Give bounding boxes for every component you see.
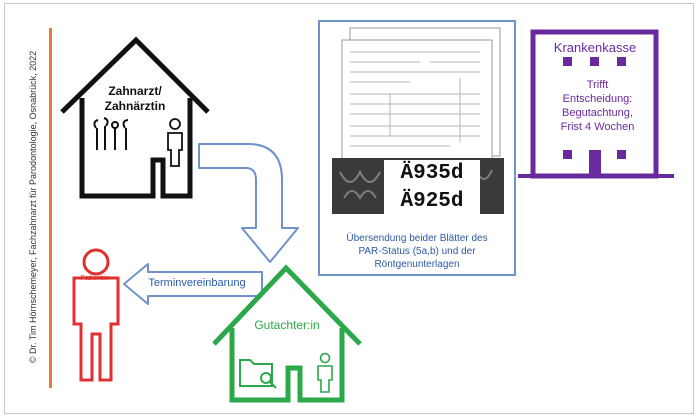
insurer-decision-text: Trifft Entscheidung: Begutachtung, Frist…	[535, 78, 660, 134]
appointment-arrow	[123, 263, 263, 305]
reviewer-person-icon	[317, 352, 333, 393]
dentist-person-icon	[167, 118, 183, 167]
reviewer-house-icon	[212, 264, 362, 403]
insurer-decision-line2: Entscheidung:	[562, 93, 633, 105]
documents-caption: Übersendung beider Blätter des PAR-Statu…	[320, 232, 514, 271]
insurer-decision-line3: Begutachtung,	[562, 107, 633, 119]
documents-caption-line2: PAR-Status (5a,b) und der	[358, 246, 476, 257]
dental-instruments-icon	[93, 117, 129, 150]
dentist-label-line1: Zahnarzt/	[108, 84, 162, 98]
dentist-label: Zahnarzt/ Zahnärztin	[80, 84, 190, 114]
documents-caption-line1: Übersendung beider Blätter des	[346, 233, 488, 244]
insurer-label: Krankenkasse	[553, 40, 637, 55]
insurer-decision-line4: Frist 4 Wochen	[560, 121, 635, 133]
patient-person-icon	[72, 248, 120, 382]
billing-code-a925d: Ä925d	[400, 190, 464, 213]
appointment-label: Terminvereinbarung	[148, 277, 246, 289]
dentist-label-line2: Zahnärztin	[104, 99, 166, 113]
billing-code-a935d: Ä935d	[400, 162, 464, 185]
documents-panel	[318, 20, 516, 276]
accent-bar	[49, 28, 52, 388]
reviewer-label: Gutachter:in	[254, 318, 320, 332]
dentist-house-icon	[60, 36, 210, 199]
insurer-building-icon	[518, 29, 674, 179]
slide-frame	[4, 3, 694, 414]
folder-search-icon	[239, 359, 277, 389]
documents-caption-line3: Röntgenunterlagen	[374, 259, 460, 270]
par-status-forms-image	[332, 27, 504, 214]
insurer-decision-line1: Trifft	[586, 79, 609, 91]
patient-label: Patient:in	[80, 275, 110, 282]
arrow-dentist-to-reviewer	[198, 143, 299, 263]
